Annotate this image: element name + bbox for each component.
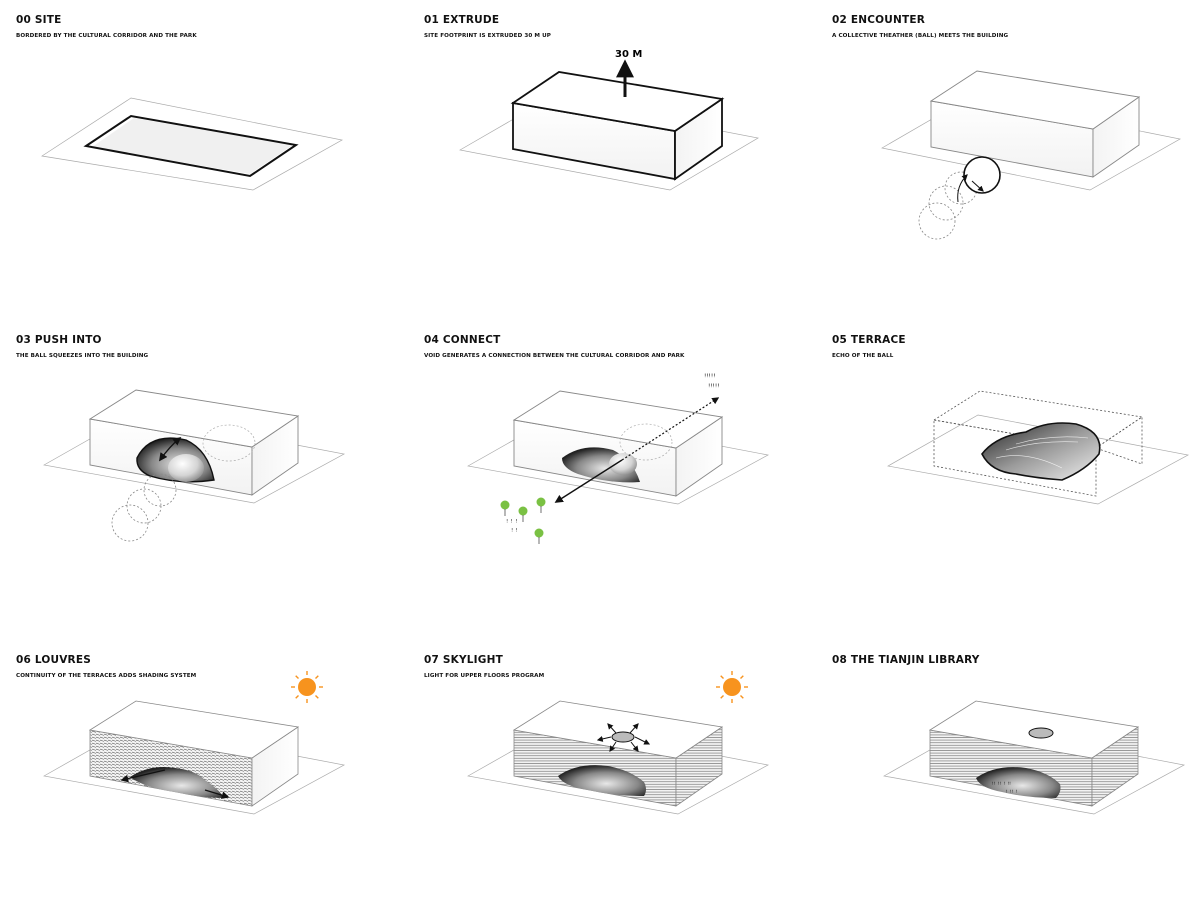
person-icon: ꜝꜝꜝꜝꜝ: [708, 383, 719, 393]
step-title: 05 TERRACE: [832, 334, 906, 346]
person-icon: ꜝ ꜝ: [511, 527, 518, 536]
step-subtitle: VOID GENERATES A CONNECTION BETWEEN THE …: [424, 353, 685, 359]
motion-arrow-icon: [957, 174, 968, 203]
person-icon: ꜝ ꜝꜝ ꜝ: [1006, 789, 1018, 797]
step-subtitle: ECHO OF THE BALL: [832, 353, 894, 359]
step-07-skylight: 07 SKYLIGHT LIGHT FOR UPPER FLOORS PROGR…: [408, 640, 808, 922]
step-subtitle: A COLLECTIVE THEATHER (BALL) MEETS THE B…: [832, 33, 1009, 39]
person-icon: ꜝꜝꜝꜝꜝ: [704, 373, 715, 383]
step-title: 07 SKYLIGHT: [424, 654, 503, 666]
ball-trace: [126, 488, 162, 524]
ball-ghost: [619, 423, 673, 461]
extrude-label: 30 M: [615, 49, 642, 60]
connect-diagram: ꜝꜝꜝꜝꜝ ꜝꜝꜝꜝꜝ ꜝ ꜝ ꜝ ꜝ ꜝ: [466, 373, 770, 544]
void-cavity: [976, 767, 1061, 798]
ball-trace: [143, 473, 177, 507]
connection-arrow-icon: [554, 459, 623, 503]
ball-trace: [111, 504, 149, 542]
step-01-extrude: 01 EXTRUDE SITE FOOTPRINT IS EXTRUDED 30…: [408, 0, 808, 282]
ball: [168, 454, 204, 482]
step-08-tianjin-library: 08 THE TIANJIN LIBRARY ꜝꜝ ꜝꜝ ꜝ ꜝꜝ ꜝ ꜝꜝ ꜝ: [816, 640, 1200, 922]
site-footprint-shadow: [92, 118, 293, 174]
sun-icon: [716, 671, 748, 703]
step-subtitle: BORDERED BY THE CULTURAL CORRIDOR AND TH…: [16, 33, 197, 39]
box-top: [88, 389, 300, 448]
void-cavity: [130, 767, 224, 798]
person-icon: ꜝ ꜝ ꜝ: [506, 518, 517, 527]
push-arrow-icon: [159, 436, 182, 462]
box-top: [512, 390, 724, 449]
connection-path: [621, 397, 720, 461]
person-icon: ꜝꜝ ꜝꜝ ꜝ ꜝꜝ: [992, 781, 1011, 789]
box-top: [512, 700, 724, 759]
terrace-diagram: [886, 390, 1190, 505]
step-05-terrace: 05 TERRACE ECHO OF THE BALL: [816, 320, 1200, 602]
louvre-arrow-icon: [204, 789, 230, 799]
step-title: 06 LOUVRES: [16, 654, 91, 666]
box-top: [88, 700, 300, 759]
ball-ghost: [202, 424, 256, 462]
tree-icon: [500, 500, 510, 510]
step-title: 08 THE TIANJIN LIBRARY: [832, 654, 980, 666]
people-cluster-park: ꜝꜝꜝꜝꜝ ꜝꜝꜝꜝꜝ: [704, 373, 719, 393]
step-title: 03 PUSH INTO: [16, 334, 102, 346]
push-into-diagram: [42, 389, 346, 542]
step-06-louvres: 06 LOUVRES CONTINUITY OF THE TERRACES AD…: [0, 640, 400, 922]
step-title: 00 SITE: [16, 14, 62, 26]
site-footprint: [83, 114, 299, 178]
ball: [963, 156, 1001, 194]
tree-icon: [534, 528, 544, 538]
skylight-diagram: [466, 671, 770, 815]
step-subtitle: LIGHT FOR UPPER FLOORS PROGRAM: [424, 673, 545, 679]
sun-icon: [291, 671, 323, 703]
step-subtitle: THE BALL SQUEEZES INTO THE BUILDING: [16, 353, 149, 359]
ball-trace: [918, 202, 956, 240]
void-cavity: [558, 765, 646, 796]
step-04-connect: 04 CONNECT VOID GENERATES A CONNECTION B…: [408, 320, 808, 602]
motion-arrow-icon: [971, 180, 984, 192]
box-top: [510, 71, 725, 132]
site-diagram: [41, 97, 343, 191]
step-subtitle: SITE FOOTPRINT IS EXTRUDED 30 M UP: [424, 33, 551, 39]
terrace-form: [981, 422, 1101, 481]
louvre-arrow-icon: [120, 769, 166, 783]
ball-trace: [928, 185, 964, 221]
box-top: [929, 70, 1141, 130]
tree-icon: [518, 506, 528, 516]
ball: [609, 453, 637, 475]
louvres-diagram: [42, 671, 346, 815]
step-subtitle: CONTINUITY OF THE TERRACES ADDS SHADING …: [16, 673, 197, 679]
light-rays-arrows: [596, 723, 651, 752]
step-00-site: 00 SITE BORDERED BY THE CULTURAL CORRIDO…: [0, 0, 400, 282]
step-title: 01 EXTRUDE: [424, 14, 500, 26]
trees-corridor: ꜝ ꜝ ꜝ ꜝ ꜝ: [500, 497, 546, 544]
step-title: 02 ENCOUNTER: [832, 14, 925, 26]
skylight-opening: [1028, 727, 1054, 739]
extrude-diagram: 30 M: [459, 49, 759, 191]
library-diagram: ꜝꜝ ꜝꜝ ꜝ ꜝꜝ ꜝ ꜝꜝ ꜝ: [882, 700, 1186, 815]
step-02-encounter: 02 ENCOUNTER A COLLECTIVE THEATHER (BALL…: [816, 0, 1200, 282]
skylight-opening: [611, 731, 635, 743]
encounter-diagram: [881, 70, 1181, 240]
tree-icon: [536, 497, 546, 507]
step-title: 04 CONNECT: [424, 334, 501, 346]
step-03-push-into: 03 PUSH INTO THE BALL SQUEEZES INTO THE …: [0, 320, 400, 602]
